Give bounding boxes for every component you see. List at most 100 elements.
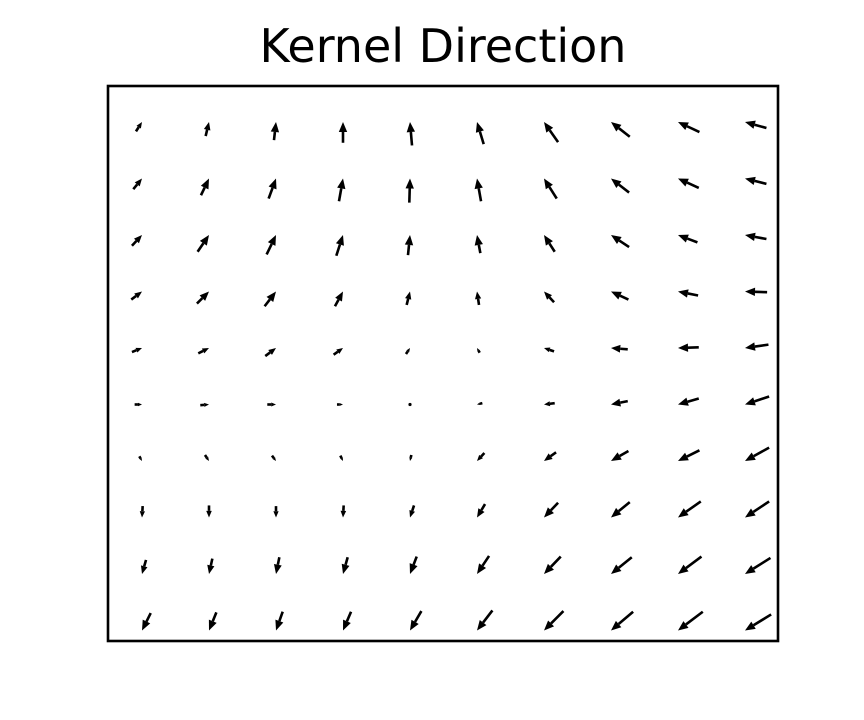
arrow-shaft xyxy=(209,558,214,566)
arrow-head xyxy=(339,403,343,406)
arrow-head xyxy=(477,508,485,518)
arrow-head xyxy=(139,511,145,518)
arrow-head xyxy=(474,235,483,246)
arrow-head xyxy=(475,122,484,133)
arrow-r6-c6 xyxy=(544,451,557,461)
arrow-r1-c5 xyxy=(474,178,483,202)
arrow-r9-c6 xyxy=(544,610,565,631)
arrow-shaft xyxy=(142,559,148,567)
arrow-shaft xyxy=(549,401,555,406)
arrow-r1-c1 xyxy=(199,178,209,196)
arrow-r3-c5 xyxy=(475,291,482,306)
arrow-shaft xyxy=(754,343,769,348)
arrow-r8-c1 xyxy=(207,558,215,574)
arrow-shaft xyxy=(754,123,767,130)
arrow-r6-c1 xyxy=(203,454,209,461)
arrow-head xyxy=(205,456,209,461)
arrow-head xyxy=(270,122,280,133)
arrow-shaft xyxy=(335,244,342,257)
arrow-head xyxy=(206,510,212,518)
arrow-shaft xyxy=(197,349,204,355)
arrow-r7-c4 xyxy=(409,505,416,518)
arrow-r3-c3 xyxy=(333,291,343,307)
arrow-r0-c9 xyxy=(745,120,767,130)
arrow-r1-c4 xyxy=(405,178,414,203)
arrow-r7-c5 xyxy=(477,503,487,518)
arrow-head xyxy=(204,402,209,407)
arrow-shaft xyxy=(619,449,630,458)
arrow-r3-c4 xyxy=(405,291,412,306)
arrow-head xyxy=(267,235,276,246)
arrow-r0-c2 xyxy=(270,122,280,141)
arrow-shaft xyxy=(618,239,630,249)
arrow-r5-c8 xyxy=(678,397,700,406)
arrow-head xyxy=(406,122,416,133)
arrow-head xyxy=(208,619,217,631)
arrow-r3-c9 xyxy=(745,287,768,297)
arrow-head xyxy=(611,235,622,245)
arrow-shaft xyxy=(344,556,349,566)
arrow-head xyxy=(611,452,622,461)
arrow-r8-c0 xyxy=(140,559,148,574)
arrow-shaft xyxy=(131,240,138,247)
arrow-shaft xyxy=(480,503,487,511)
arrow-head xyxy=(678,234,689,243)
arrow-head xyxy=(611,122,622,132)
arrow-r2-c0 xyxy=(131,235,142,247)
arrow-shaft xyxy=(345,611,353,622)
arrow-head xyxy=(139,457,142,461)
arrow-r0-c0 xyxy=(134,122,142,133)
arrow-shaft xyxy=(406,244,411,256)
arrow-r5-c7 xyxy=(611,398,629,407)
arrow-r6-c0 xyxy=(138,455,142,461)
arrow-shaft xyxy=(477,244,482,254)
arrow-head xyxy=(201,348,209,354)
arrow-head xyxy=(134,178,142,187)
arrow-head xyxy=(544,347,551,353)
arrow-shaft xyxy=(476,298,481,306)
arrow-head xyxy=(340,457,343,461)
arrow-r8-c2 xyxy=(273,556,282,574)
arrow-r6-c9 xyxy=(745,446,770,461)
arrow-shaft xyxy=(753,446,770,458)
arrow-dot xyxy=(408,402,412,407)
arrow-r9-c1 xyxy=(208,611,218,631)
arrow-shaft xyxy=(278,611,284,622)
arrow-head xyxy=(477,563,487,574)
arrow-head xyxy=(544,620,555,631)
arrow-shaft xyxy=(132,183,139,191)
arrow-head xyxy=(477,620,487,631)
arrow-r1-c8 xyxy=(678,178,700,190)
arrow-head xyxy=(544,122,554,133)
arrow-r6-c2 xyxy=(270,454,276,461)
arrow-head xyxy=(199,235,209,246)
arrow-shaft xyxy=(337,188,343,202)
arrow-r0-c5 xyxy=(475,122,485,145)
arrow-head xyxy=(409,563,418,574)
arrow-r1-c2 xyxy=(267,178,277,200)
arrow-head xyxy=(340,510,347,518)
arrow-head xyxy=(611,507,622,518)
arrow-head xyxy=(544,401,551,407)
arrow-r4-c7 xyxy=(611,344,628,353)
arrow-r0-c4 xyxy=(406,122,416,146)
arrow-r7-c7 xyxy=(611,501,631,518)
arrow-shaft xyxy=(203,454,208,459)
arrow-shaft xyxy=(267,187,274,200)
arrow-r4-c3 xyxy=(332,348,343,356)
arrow-head xyxy=(474,178,483,190)
arrow-head xyxy=(404,235,414,246)
arrow-shaft xyxy=(264,351,271,358)
arrow-r0-c8 xyxy=(678,122,700,134)
arrow-r1-c0 xyxy=(132,178,142,191)
arrow-shaft xyxy=(145,612,152,623)
arrow-head xyxy=(678,289,689,298)
arrow-head xyxy=(335,291,343,302)
arrow-head xyxy=(745,397,756,406)
arrow-shaft xyxy=(618,127,631,138)
arrow-head xyxy=(544,178,553,190)
arrow-head xyxy=(136,122,142,129)
arrow-r4-c8 xyxy=(678,343,699,352)
